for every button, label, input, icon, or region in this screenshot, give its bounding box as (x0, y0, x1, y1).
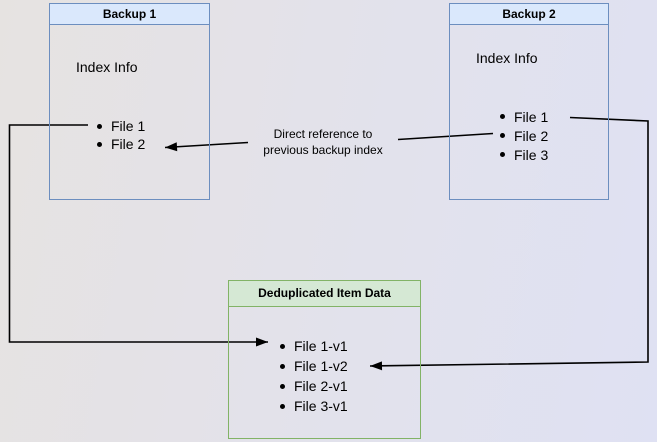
direct-reference-label-line2: previous backup index (263, 143, 383, 157)
file-version-label: File 1-v1 (294, 338, 348, 354)
file-label: File 1 (514, 108, 549, 125)
bullet-icon (500, 152, 505, 157)
backup1-title: Backup 1 (50, 4, 209, 25)
file-version-label: File 3-v1 (294, 398, 348, 414)
file-version-label: File 2-v1 (294, 378, 348, 394)
bullet-icon (97, 141, 102, 147)
backup1-box: Backup 1 Index Info File 1 File 2 (49, 3, 210, 200)
dedup-title: Deduplicated Item Data (229, 281, 420, 307)
list-item: File 2 (500, 126, 548, 145)
direct-reference-label-line1: Direct reference to (273, 127, 373, 141)
bullet-icon (280, 363, 285, 369)
file-version-label: File 1-v2 (294, 358, 348, 374)
file-label: File 2 (111, 136, 146, 152)
bullet-icon (97, 123, 102, 129)
list-item: File 1-v1 (280, 336, 348, 356)
bullet-icon (280, 383, 285, 389)
bullet-icon (280, 403, 285, 409)
list-item: File 3 (500, 145, 548, 164)
dedup-box: Deduplicated Item Data File 1-v1 File 1-… (228, 280, 421, 439)
bullet-icon (500, 133, 505, 138)
backup2-subtitle: Index Info (476, 50, 538, 66)
backup2-file-list: File 1 File 2 File 3 (500, 107, 548, 164)
bullet-icon (500, 114, 505, 119)
backup1-file-list: File 1 File 2 (97, 117, 145, 153)
file-label: File 2 (514, 127, 549, 144)
file-label: File 1 (111, 118, 146, 134)
list-item: File 3-v1 (280, 396, 348, 416)
dedup-file-list: File 1-v1 File 1-v2 File 2-v1 File 3-v1 (280, 336, 348, 416)
list-item: File 1 (97, 117, 145, 135)
file-label: File 3 (514, 146, 549, 163)
backup2-title: Backup 2 (450, 4, 608, 25)
list-item: File 1-v2 (280, 356, 348, 376)
backup1-subtitle: Index Info (76, 59, 138, 75)
list-item: File 2-v1 (280, 376, 348, 396)
list-item: File 1 (500, 107, 548, 126)
backup2-box: Backup 2 Index Info File 1 File 2 File 3 (449, 3, 609, 200)
direct-reference-label: Direct reference to previous backup inde… (233, 126, 413, 158)
list-item: File 2 (97, 135, 145, 153)
bullet-icon (280, 343, 285, 349)
